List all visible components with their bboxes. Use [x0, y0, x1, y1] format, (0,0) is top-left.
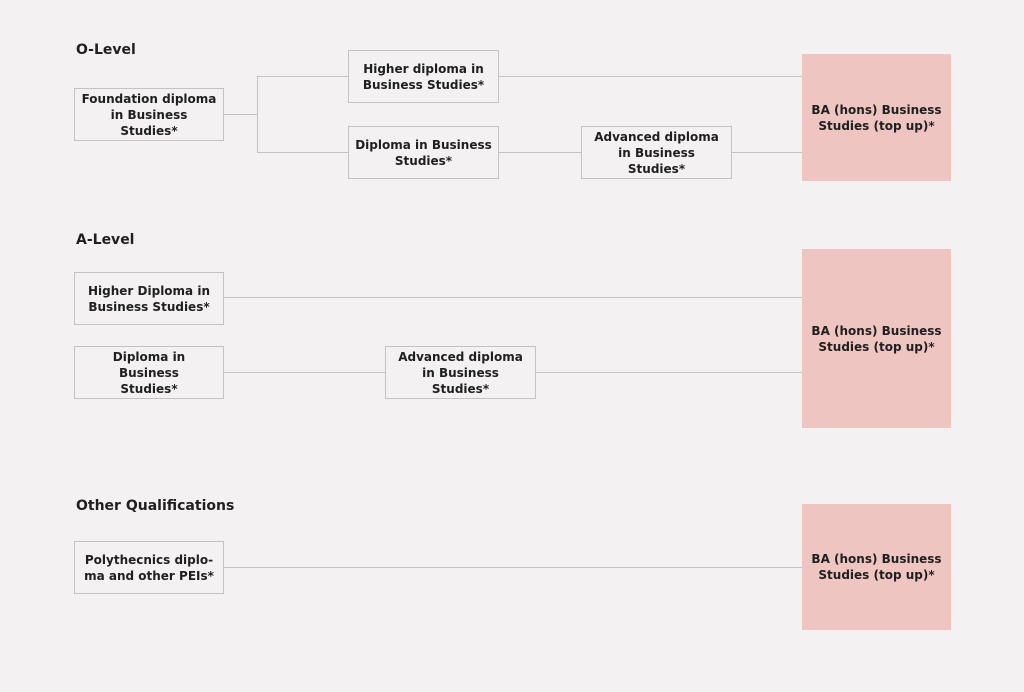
olevel-foundation-diploma-box: Foundation diploma in Business Studies* — [74, 88, 224, 141]
olevel-higher-diploma-box: Higher diploma in Business Studies* — [348, 50, 499, 103]
olevel-connector-branch-to-higher — [257, 76, 348, 77]
olevel-advanced-diploma-box: Advanced diploma in Business Studies* — [581, 126, 732, 179]
olevel-diploma-box: Diploma in Business Studies* — [348, 126, 499, 179]
other-qualifications-title: Other Qualifications — [76, 498, 235, 514]
olevel-connector-foundation-to-branch — [224, 114, 257, 115]
alevel-advanced-diploma-box: Advanced diploma in Business Studies* — [385, 346, 536, 399]
alevel-title: A-Level — [76, 232, 135, 248]
olevel-connector-branch-vertical — [257, 76, 258, 153]
alevel-higher-diploma-box: Higher Diploma in Business Studies* — [74, 272, 224, 325]
olevel-connector-higher-to-target — [499, 76, 802, 77]
olevel-ba-hons-target-box: BA (hons) Business Studies (top up)* — [802, 54, 951, 181]
olevel-connector-advanced-to-target — [732, 152, 802, 153]
other-polytechnics-box: Polythecnics diplo- ma and other PEIs* — [74, 541, 224, 594]
other-connector-poly-to-target — [224, 567, 802, 568]
alevel-connector-higher-to-target — [224, 297, 802, 298]
olevel-connector-branch-to-diploma — [257, 152, 348, 153]
alevel-diploma-box: Diploma in Business Studies* — [74, 346, 224, 399]
alevel-connector-advanced-to-target — [536, 372, 802, 373]
alevel-ba-hons-target-box: BA (hons) Business Studies (top up)* — [802, 249, 951, 428]
other-ba-hons-target-box: BA (hons) Business Studies (top up)* — [802, 504, 951, 630]
olevel-connector-diploma-to-advanced — [499, 152, 581, 153]
olevel-title: O-Level — [76, 42, 136, 58]
alevel-connector-diploma-to-advanced — [224, 372, 385, 373]
